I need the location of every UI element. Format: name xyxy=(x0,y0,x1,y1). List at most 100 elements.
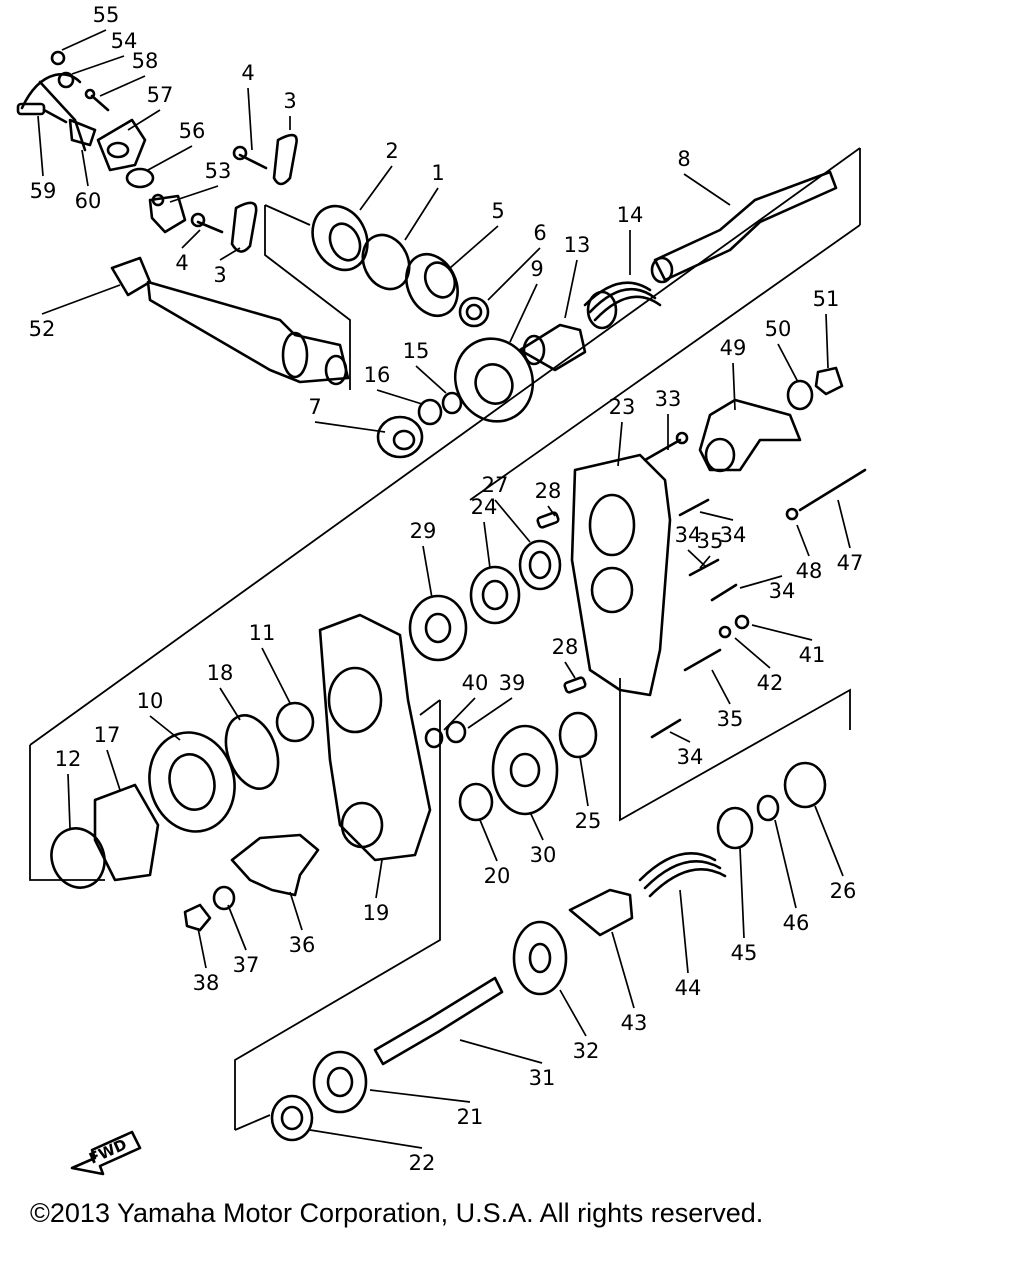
leader-line-27 xyxy=(494,499,531,543)
leader-line-3 xyxy=(219,247,241,261)
callout-19: 19 xyxy=(363,901,390,925)
leader-line-38 xyxy=(197,927,207,969)
callout-31: 31 xyxy=(529,1066,556,1090)
callout-45: 45 xyxy=(731,941,758,965)
callout-27: 27 xyxy=(482,473,509,497)
leader-line-6 xyxy=(487,247,541,301)
leader-line-15 xyxy=(415,365,447,394)
callout-41: 41 xyxy=(799,643,826,667)
leader-line-36 xyxy=(289,891,303,931)
callout-25: 25 xyxy=(575,809,602,833)
callout-34: 34 xyxy=(675,523,702,547)
callout-12: 12 xyxy=(55,747,82,771)
callout-4: 4 xyxy=(241,61,254,85)
leader-line-59 xyxy=(37,115,44,177)
forward-direction-arrow: FWD xyxy=(70,1130,142,1176)
leader-line-20 xyxy=(479,819,498,862)
callout-23: 23 xyxy=(609,395,636,419)
leader-line-54 xyxy=(71,55,125,75)
leader-line-22 xyxy=(309,1129,423,1149)
leader-line-9 xyxy=(509,283,538,343)
leader-line-5 xyxy=(449,225,499,269)
callout-49: 49 xyxy=(720,336,747,360)
callout-4: 4 xyxy=(175,251,188,275)
callout-59: 59 xyxy=(30,179,57,203)
diagram-canvas: 1233445678910111213141516171819202122232… xyxy=(16,3,867,1176)
leader-line-19 xyxy=(375,859,383,899)
leader-line-2 xyxy=(359,165,393,211)
callout-42: 42 xyxy=(757,671,784,695)
callout-28: 28 xyxy=(552,635,579,659)
callout-22: 22 xyxy=(409,1151,436,1175)
callout-34: 34 xyxy=(720,523,747,547)
leader-line-34 xyxy=(687,549,706,567)
leader-line-12 xyxy=(67,773,71,829)
callout-26: 26 xyxy=(830,879,857,903)
leader-line-34 xyxy=(669,731,691,743)
callout-46: 46 xyxy=(783,911,810,935)
leader-line-10 xyxy=(149,715,181,741)
leader-line-39 xyxy=(467,697,513,729)
leader-line-60 xyxy=(81,149,89,187)
callout-37: 37 xyxy=(233,953,260,977)
leader-line-57 xyxy=(127,109,161,131)
callout-labels: 1233445678910111213141516171819202122232… xyxy=(29,3,864,1175)
callout-39: 39 xyxy=(499,671,526,695)
callout-58: 58 xyxy=(132,49,159,73)
callout-44: 44 xyxy=(675,976,702,1000)
callout-56: 56 xyxy=(179,119,206,143)
leader-line-29 xyxy=(422,545,433,599)
callout-11: 11 xyxy=(249,621,276,645)
callout-5: 5 xyxy=(491,199,504,223)
leader-line-34 xyxy=(699,511,734,521)
leader-line-7 xyxy=(314,421,386,433)
callout-1: 1 xyxy=(431,161,444,185)
leader-line-1 xyxy=(404,187,439,241)
callout-6: 6 xyxy=(533,221,546,245)
leader-line-31 xyxy=(459,1039,543,1064)
leader-line-48 xyxy=(796,524,810,557)
callout-3: 3 xyxy=(213,263,226,287)
callout-24: 24 xyxy=(471,495,498,519)
callout-34: 34 xyxy=(769,579,796,603)
leader-line-8 xyxy=(683,173,731,206)
leader-line-34 xyxy=(739,575,783,589)
callout-57: 57 xyxy=(147,83,174,107)
callout-16: 16 xyxy=(364,363,391,387)
leader-line-4 xyxy=(181,229,201,249)
leader-line-11 xyxy=(261,647,291,704)
leader-lines xyxy=(37,29,851,1149)
leader-line-56 xyxy=(147,145,193,171)
callout-50: 50 xyxy=(765,317,792,341)
leader-line-26 xyxy=(814,805,844,877)
leader-line-52 xyxy=(41,284,121,315)
leader-line-35 xyxy=(699,555,711,569)
leader-line-58 xyxy=(99,75,146,97)
callout-60: 60 xyxy=(75,189,102,213)
callout-47: 47 xyxy=(837,551,864,575)
leader-line-21 xyxy=(369,1089,471,1103)
callout-29: 29 xyxy=(410,519,437,543)
leader-line-24 xyxy=(483,521,491,569)
leader-line-16 xyxy=(376,389,423,405)
leader-line-49 xyxy=(732,362,736,411)
leader-line-28 xyxy=(547,505,556,517)
leader-line-43 xyxy=(611,931,635,1009)
leader-line-50 xyxy=(777,343,799,383)
callout-36: 36 xyxy=(289,933,316,957)
callout-9: 9 xyxy=(530,257,543,281)
leader-line-30 xyxy=(529,811,544,841)
callout-51: 51 xyxy=(813,287,840,311)
callout-15: 15 xyxy=(403,339,430,363)
leader-line-53 xyxy=(169,185,219,203)
leader-line-25 xyxy=(579,756,589,807)
leader-line-17 xyxy=(106,749,121,791)
callout-30: 30 xyxy=(530,843,557,867)
leader-line-46 xyxy=(774,819,797,909)
leader-line-41 xyxy=(751,624,813,641)
callout-54: 54 xyxy=(111,29,138,53)
callout-8: 8 xyxy=(677,147,690,171)
leader-line-23 xyxy=(617,421,623,467)
assembly-frames xyxy=(29,147,861,1131)
leader-line-45 xyxy=(739,847,745,939)
